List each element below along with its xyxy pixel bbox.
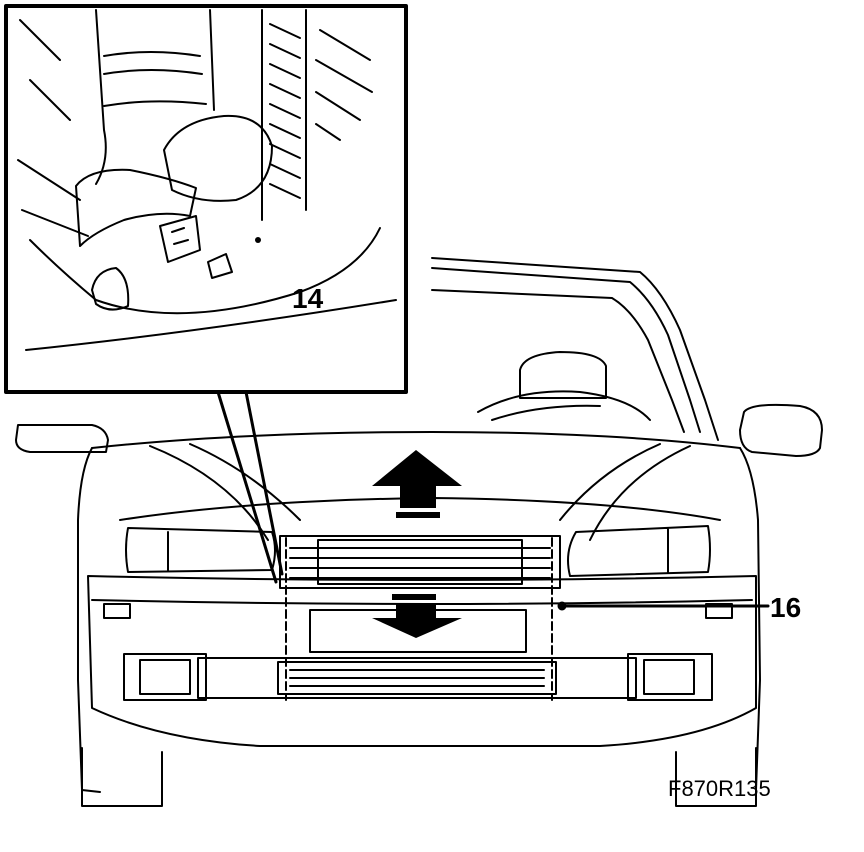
left-front-wheel [81,747,163,807]
left-headlight [125,527,276,573]
right-fog-light [627,653,713,701]
car-body [15,257,823,807]
detail-inset [4,4,408,394]
windshield-outline [431,257,719,441]
front-bumper [87,575,757,747]
seat-headrest [519,351,607,399]
inset-bracket [17,19,397,351]
inset-hose-clamp [103,51,207,107]
inset-hose-body [95,9,215,185]
hood-outline [91,431,741,449]
inset-fitting [163,114,273,202]
left-fog-light [123,653,207,701]
arrow-up-icon [372,450,462,518]
inset-pointer-left [216,390,278,584]
arrow-down-icon [372,594,462,638]
right-front-wheel [675,747,757,807]
front-grille [279,535,561,589]
leader-dot-16 [557,601,567,611]
inset-pointer-right [244,390,284,576]
right-headlight [567,525,711,577]
bumper-upper-line [91,599,753,605]
right-mirror [739,403,823,457]
inset-leader-dot-14 [255,237,261,243]
right-fender [739,447,761,791]
callout-label-16: 16 [770,592,802,623]
inset-lower-part [91,253,233,311]
callout-label-14: 14 [292,283,324,314]
hood-crease-right [559,443,691,541]
left-mirror [15,424,109,453]
inset-fitting-nut [159,215,201,263]
hood-crease-left [149,443,301,541]
inset-radiator-fins [261,9,373,221]
lower-air-intake [197,657,637,699]
radiator-outline [285,537,553,701]
inset-frame [4,4,408,394]
windshield-inner [431,289,685,433]
figure-reference-code: F870R135 [668,776,771,801]
inset-curved-pipe [75,168,197,247]
radiator-center-panel [309,609,527,653]
right-side-marker [705,603,733,619]
left-side-marker [103,603,131,619]
steering-wheel [477,390,651,421]
